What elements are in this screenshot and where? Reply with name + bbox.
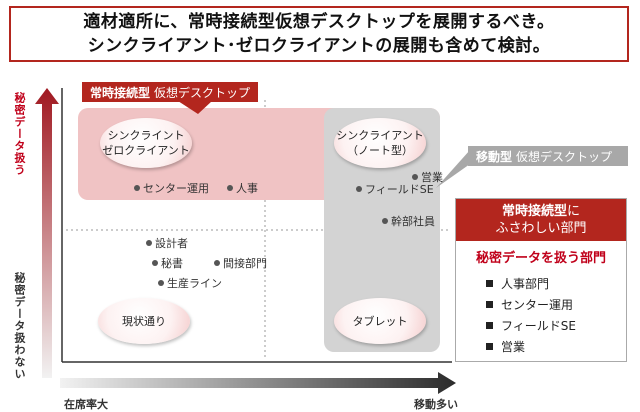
callout-rest: 仮想デスクトップ bbox=[154, 85, 251, 100]
dept-indirect: 間接部門 bbox=[214, 255, 267, 271]
callout-rest: 仮想デスクトップ bbox=[516, 149, 613, 164]
bubble-line: タブレット bbox=[352, 314, 408, 328]
panel-subtitle: 秘密データを扱う部門 bbox=[475, 251, 606, 266]
dept-label: 幹部社員 bbox=[391, 215, 435, 228]
bubble-line: ゼロクライアント bbox=[102, 144, 190, 157]
bubble-line: シンクライアント bbox=[336, 129, 424, 142]
panel-item: 人事部門 bbox=[486, 275, 549, 292]
dept-executives: 幹部社員 bbox=[382, 213, 435, 229]
x-axis-arrow bbox=[60, 372, 456, 394]
x-axis-left-label: 在席率大 bbox=[64, 398, 108, 411]
dot-marker bbox=[412, 174, 418, 180]
y-axis-arrow bbox=[35, 88, 59, 378]
bubble-line: シンクライント bbox=[107, 129, 185, 142]
dept-label: 生産ライン bbox=[167, 277, 222, 290]
recommended-departments-panel: 常時接続型に ふさわしい部門 秘密データを扱う部門 人事部門 センター運用 フィ… bbox=[455, 198, 627, 362]
dot-marker bbox=[134, 185, 140, 191]
dept-designers: 設計者 bbox=[146, 235, 188, 251]
dept-secretary: 秘書 bbox=[152, 255, 183, 271]
thin-zero-client-bubble: シンクライント ゼロクライアント bbox=[100, 118, 192, 168]
dept-label: 人事 bbox=[236, 182, 258, 195]
dot-marker bbox=[214, 260, 220, 266]
callout-bold: 移動型 bbox=[476, 149, 513, 164]
dot-marker bbox=[146, 240, 152, 246]
bubble-line: （ノート型） bbox=[347, 144, 413, 157]
panel-header: 常時接続型に ふさわしい部門 bbox=[456, 199, 626, 241]
mobile-pointer bbox=[436, 150, 470, 188]
dept-sales: 営業 bbox=[412, 169, 443, 185]
dept-field-se: フィールドSE bbox=[356, 181, 434, 197]
dept-label: 間接部門 bbox=[223, 257, 267, 270]
dot-marker bbox=[158, 280, 164, 286]
tablet-bubble: タブレット bbox=[334, 298, 426, 344]
always-connected-pointer bbox=[178, 101, 212, 114]
bullet-square bbox=[486, 280, 493, 287]
bullet-square bbox=[486, 301, 493, 308]
dept-label: 秘書 bbox=[161, 257, 183, 270]
bullet-square bbox=[486, 322, 493, 329]
dept-hr: 人事 bbox=[227, 180, 258, 196]
title-line-2: シンクライアント･ゼロクライアントの展開も含めて検討。 bbox=[87, 36, 551, 56]
status-quo-bubble: 現状通り bbox=[98, 298, 190, 344]
callout-bold: 常時接続型 bbox=[90, 85, 151, 100]
panel-title-line-2: ふさわしい部門 bbox=[495, 221, 587, 236]
panel-item: 営業 bbox=[486, 338, 525, 355]
x-axis-right-label: 移動多い bbox=[414, 398, 458, 411]
panel-title-line-1: 常時接続型に bbox=[501, 204, 581, 219]
dept-label: フィールドSE bbox=[365, 183, 434, 196]
mobile-callout: 移動型 仮想デスクトップ bbox=[468, 146, 628, 166]
y-axis-bottom-label: 秘密データ扱わない bbox=[13, 272, 26, 380]
title-line-1: 適材適所に、常時接続型仮想デスクトップを展開するべき。 bbox=[83, 12, 555, 32]
dept-production: 生産ライン bbox=[158, 275, 222, 291]
thin-client-notebook-bubble: シンクライアント （ノート型） bbox=[334, 118, 426, 168]
y-axis-top-label: 秘密データ扱う bbox=[13, 92, 26, 176]
bullet-square bbox=[486, 343, 493, 350]
dot-marker bbox=[152, 260, 158, 266]
bubble-line: 現状通り bbox=[122, 314, 166, 328]
dot-marker bbox=[382, 218, 388, 224]
dot-marker bbox=[356, 186, 362, 192]
dept-label: 営業 bbox=[421, 171, 443, 184]
panel-item: フィールドSE bbox=[486, 317, 576, 334]
dot-marker bbox=[227, 185, 233, 191]
panel-item: センター運用 bbox=[486, 296, 573, 313]
title-box: 適材適所に、常時接続型仮想デスクトップを展開するべき。 シンクライアント･ゼロク… bbox=[9, 6, 629, 62]
dept-label: センター運用 bbox=[143, 182, 209, 195]
dept-center-ops: センター運用 bbox=[134, 180, 209, 196]
always-connected-callout: 常時接続型 仮想デスクトップ bbox=[82, 82, 258, 102]
dept-label: 設計者 bbox=[155, 237, 188, 250]
